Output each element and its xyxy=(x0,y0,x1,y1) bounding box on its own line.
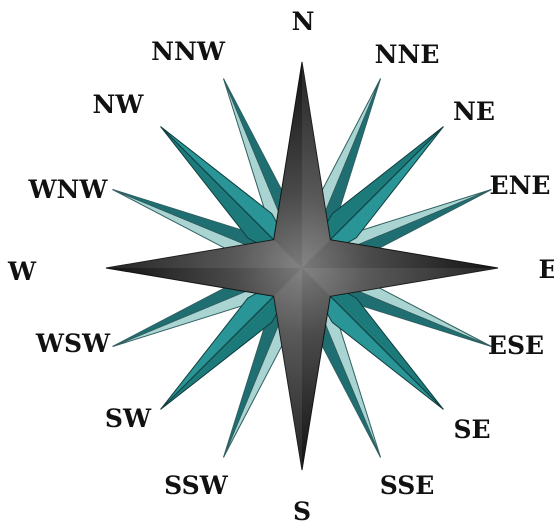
label-ene: ENE xyxy=(490,171,551,200)
label-n: N xyxy=(292,7,315,36)
cardinal-star xyxy=(106,62,498,470)
label-w: W xyxy=(7,257,37,286)
label-s: S xyxy=(293,497,311,522)
label-nnw: NNW xyxy=(151,37,226,66)
label-ese: ESE xyxy=(488,331,544,360)
label-se: SE xyxy=(453,415,490,444)
star-facet-n xyxy=(302,62,330,268)
star-facet-s xyxy=(274,268,302,470)
label-ne: NE xyxy=(453,97,495,126)
star-facet-e xyxy=(302,268,498,296)
label-wnw: WNW xyxy=(27,175,108,204)
label-e: E xyxy=(538,255,554,284)
label-sw: SW xyxy=(105,404,152,433)
label-nne: NNE xyxy=(375,40,440,69)
label-nw: NW xyxy=(93,90,145,119)
label-sse: SSE xyxy=(380,471,435,500)
label-ssw: SSW xyxy=(164,471,229,500)
label-wsw: WSW xyxy=(35,329,111,358)
star-facet-w xyxy=(106,240,302,268)
